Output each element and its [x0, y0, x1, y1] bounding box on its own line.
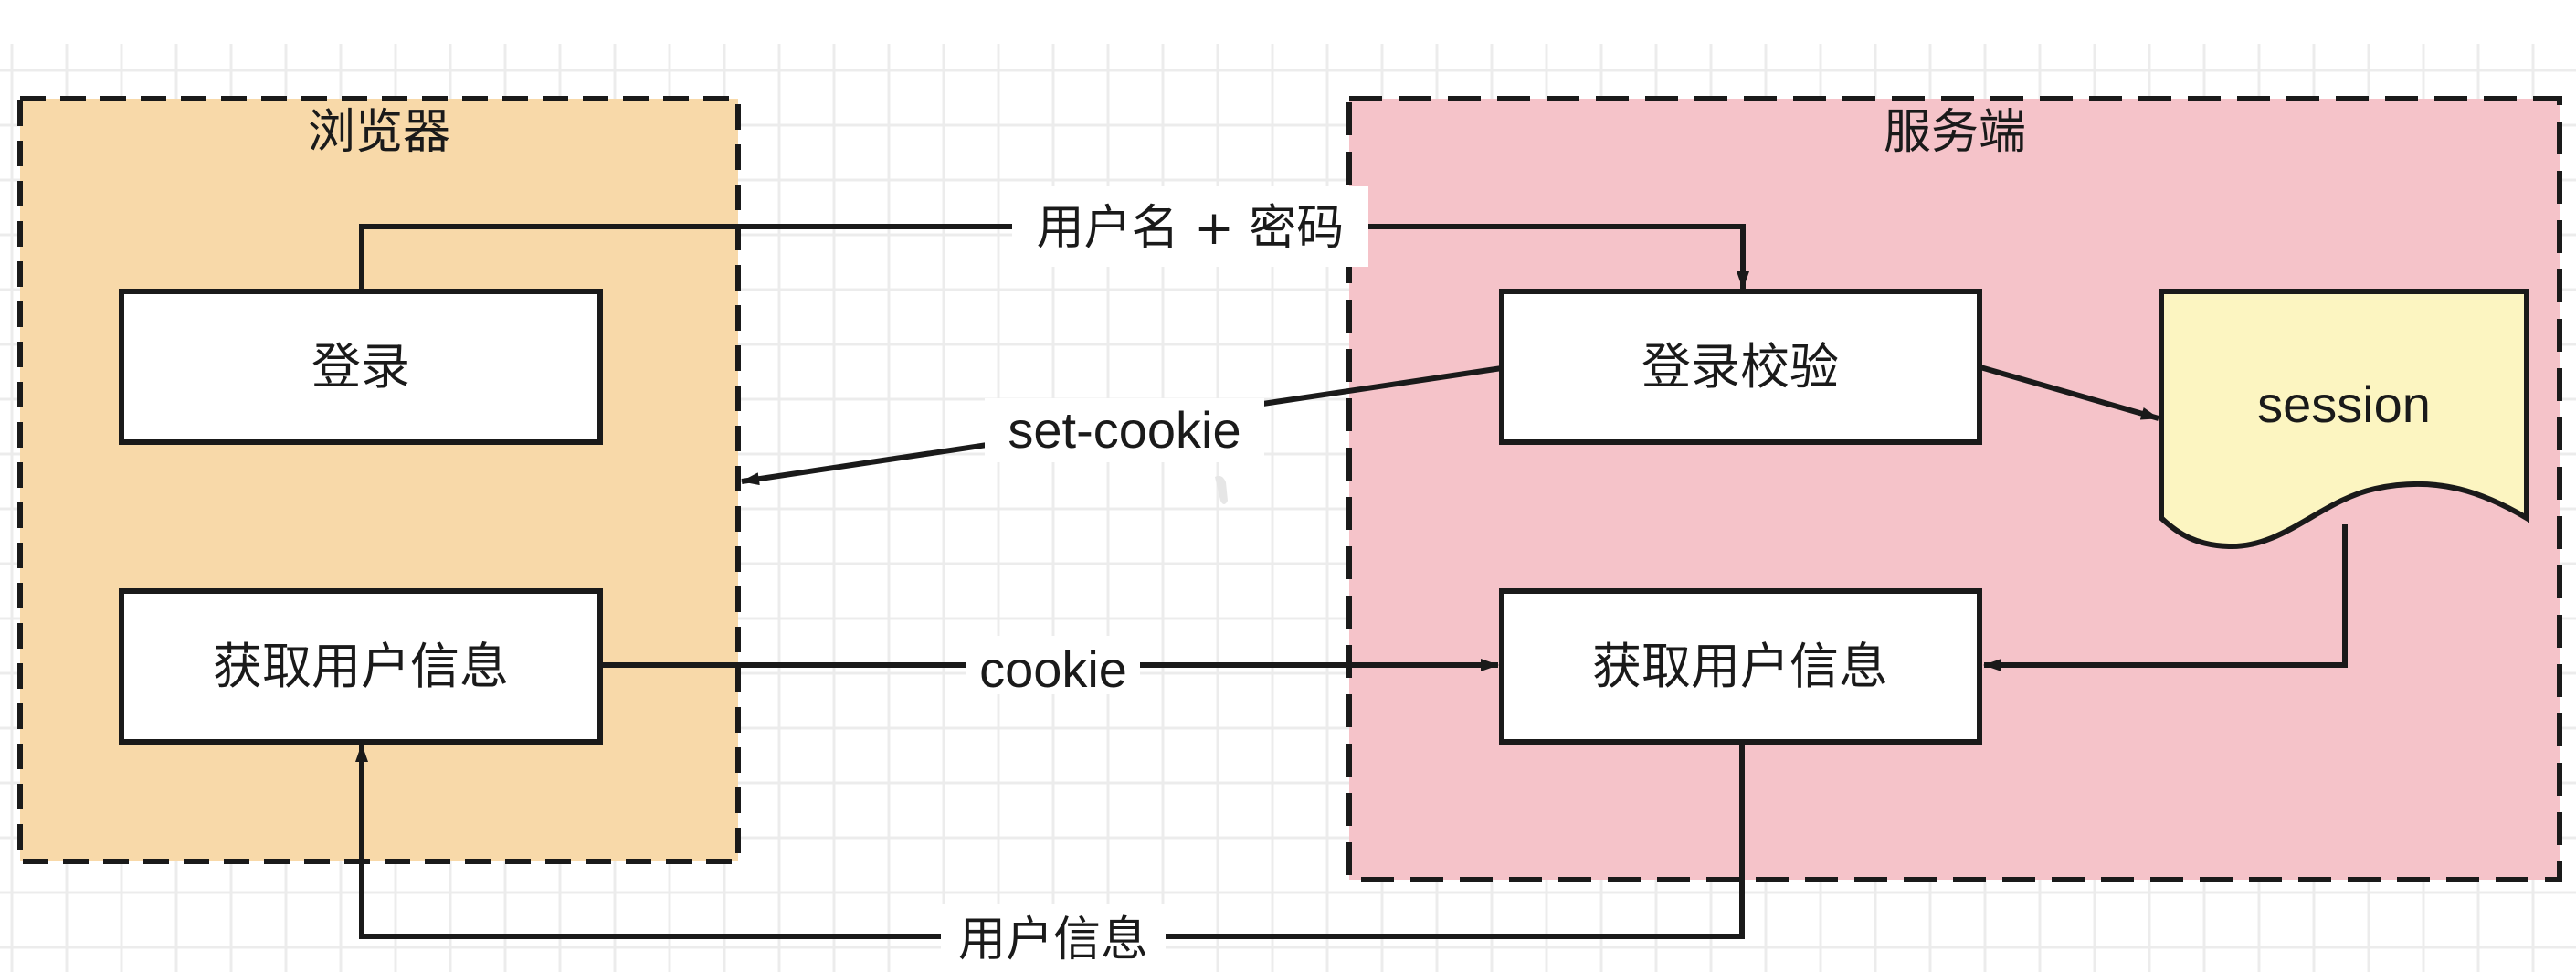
- edge-label-user-info: 用户信息: [941, 904, 1166, 972]
- node-server-login-verify[interactable]: 登录校验: [1499, 289, 1982, 445]
- node-server-get-user-info-label: 获取用户信息: [1592, 638, 1888, 695]
- edge-label-set-cookie-text: set-cookie: [1008, 401, 1240, 459]
- mouse-cursor-icon: [1215, 475, 1228, 504]
- edge-label-set-cookie-bg: [985, 398, 1264, 462]
- browser-container[interactable]: 浏览器: [17, 96, 741, 864]
- browser-container-title: 浏览器: [308, 105, 450, 160]
- server-container-title: 服务端: [1884, 105, 2026, 160]
- node-browser-get-user-info[interactable]: 获取用户信息: [119, 588, 603, 745]
- node-server-login-verify-label: 登录校验: [1642, 338, 1839, 396]
- node-server-get-user-info-box: [1499, 588, 1982, 745]
- edge-session-lookup[interactable]: [1983, 524, 2348, 671]
- edge-label-cookie: cookie: [966, 636, 1140, 698]
- browser-container-box: [17, 96, 741, 864]
- node-browser-get-user-info-box: [119, 588, 603, 745]
- edge-label-credentials: 用户名 + 密码: [1012, 186, 1368, 267]
- edge-label-cookie-bg: [966, 636, 1140, 694]
- edge-label-credentials-bg: [1012, 186, 1368, 267]
- edge-store-session[interactable]: [1980, 364, 2159, 421]
- node-browser-login-box: [119, 289, 603, 445]
- node-browser-login-label: 登录: [311, 338, 410, 396]
- node-browser-get-user-info-label: 获取用户信息: [213, 638, 509, 695]
- node-server-get-user-info[interactable]: 获取用户信息: [1499, 588, 1982, 745]
- edge-label-credentials-text: 用户名 + 密码: [1037, 201, 1345, 256]
- edge-label-cookie-text: cookie: [979, 640, 1127, 698]
- edge-label-user-info-text: 用户信息: [958, 913, 1148, 967]
- node-browser-login[interactable]: 登录: [119, 289, 603, 445]
- node-server-login-verify-box: [1499, 289, 1982, 445]
- edge-label-user-info-bg: [941, 904, 1166, 972]
- edge-label-set-cookie: set-cookie: [985, 398, 1264, 462]
- session-document-shape: [2159, 289, 2529, 550]
- node-server-session-label: session: [2257, 375, 2431, 433]
- node-server-session[interactable]: session: [2159, 289, 2529, 550]
